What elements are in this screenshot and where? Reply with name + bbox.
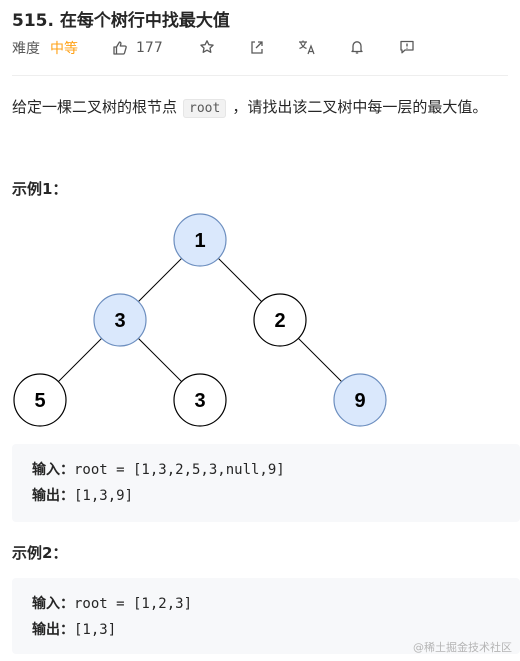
star-icon[interactable]: [198, 38, 216, 56]
like-count: 177: [136, 40, 163, 56]
binary-tree-diagram: 1 3 2 5 3 9: [13, 213, 387, 427]
like-button[interactable]: 177: [112, 40, 163, 56]
tree-node: 3: [173, 373, 227, 427]
header-divider: [12, 75, 508, 76]
example-1-input-line: 输入：root = [1,3,2,5,3,null,9]: [32, 462, 285, 478]
tree-node-label: 3: [194, 390, 205, 412]
example-2-code-block: 输入：root = [1,2,3] 输出：[1,3]: [12, 578, 520, 654]
tree-node-label: 5: [34, 390, 45, 412]
tree-node-label: 3: [114, 310, 125, 332]
example-1-output-line: 输出：[1,3,9]: [32, 488, 134, 504]
feedback-icon[interactable]: [398, 38, 416, 56]
tree-node: 1: [173, 213, 227, 267]
bell-icon[interactable]: [348, 38, 366, 56]
inline-code-root: root: [183, 99, 227, 118]
difficulty-badge: 中等: [50, 41, 78, 57]
tree-node-label: 9: [354, 390, 365, 412]
problem-meta-bar: 难度 中等 177: [12, 38, 512, 58]
tree-node-circle: [93, 293, 147, 347]
tree-node-label: 2: [274, 310, 285, 332]
problem-title: 515. 在每个树行中找最大值: [12, 11, 230, 31]
tree-node-circle: [173, 373, 227, 427]
difficulty-label: 难度: [12, 41, 40, 57]
tree-node-circle: [173, 213, 227, 267]
tree-node-label: 1: [194, 230, 205, 252]
tree-node: 5: [13, 373, 67, 427]
tree-node: 9: [333, 373, 387, 427]
tree-node-circle: [333, 373, 387, 427]
example-2-output-line: 输出：[1,3]: [32, 622, 117, 638]
tree-nodes: 1 3 2 5 3 9: [13, 213, 387, 427]
tree-node-circle: [13, 373, 67, 427]
thumbs-up-icon: [113, 41, 127, 55]
watermark: @稀土掘金技术社区: [413, 641, 512, 654]
example-1-title: 示例1：: [12, 180, 68, 198]
tree-node: 3: [93, 293, 147, 347]
tree-node: 2: [253, 293, 307, 347]
tree-node-circle: [253, 293, 307, 347]
example-2-input-line: 输入：root = [1,2,3]: [32, 596, 193, 612]
share-icon[interactable]: [248, 38, 266, 56]
translate-icon[interactable]: [298, 38, 316, 56]
example-2-title: 示例2：: [12, 544, 68, 562]
example-1-code-block: 输入：root = [1,3,2,5,3,null,9] 输出：[1,3,9]: [12, 444, 520, 522]
